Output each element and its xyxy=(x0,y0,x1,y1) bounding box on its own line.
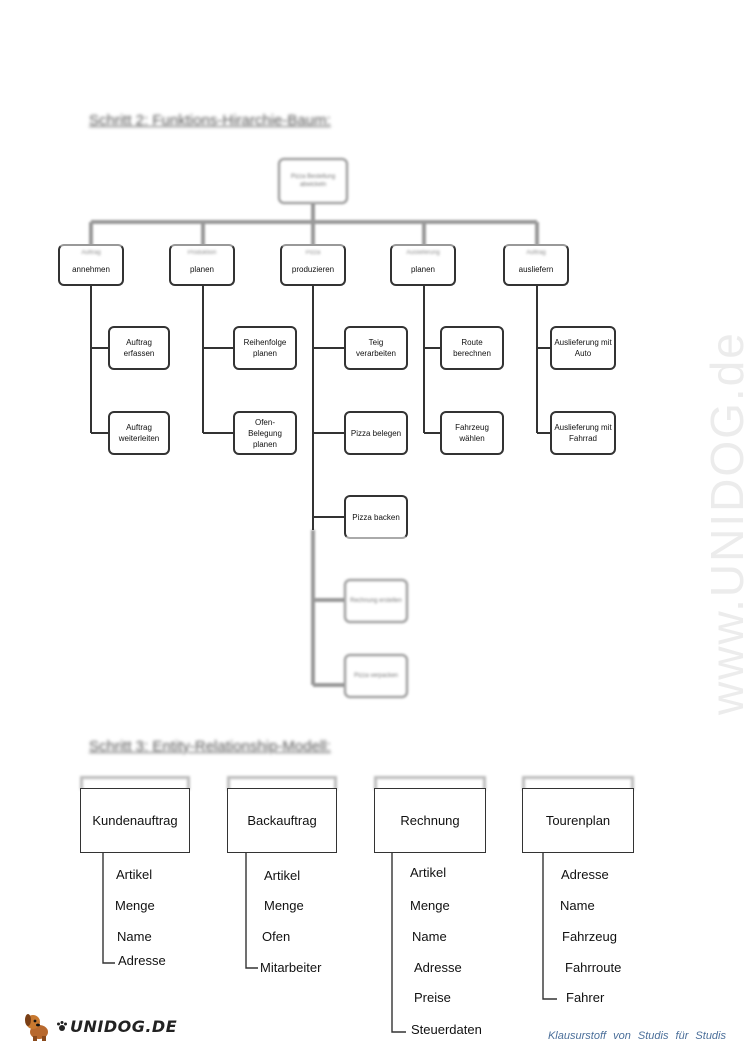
tree-leaf: Auftrag erfassen xyxy=(108,326,170,370)
tree-leaf: Auftrag weiterleiten xyxy=(108,411,170,455)
entity-top-border xyxy=(227,776,337,790)
branch-caption: Auslieferung xyxy=(406,250,440,256)
entity-top-border xyxy=(80,776,190,790)
entity-attribute: Adresse xyxy=(561,867,609,882)
entity-attribute: Fahrer xyxy=(566,990,605,1005)
tree-leaf: Pizza backen xyxy=(344,495,408,539)
footer-tagline: Klausurstoff von Studis für Studis xyxy=(547,1030,726,1042)
heading-step2: Schritt 2: Funktions-Hirarchie-Baum: xyxy=(89,112,331,129)
tree-leaf: Teig verarbeiten xyxy=(344,326,408,370)
entity-attribute: Name xyxy=(412,929,447,944)
entity-attribute: Fahrroute xyxy=(565,960,622,975)
entity-attribute: Adresse xyxy=(414,960,462,975)
branch-caption: Produktion xyxy=(187,250,217,256)
tree-leaf: Ofen- Belegung planen xyxy=(233,411,297,455)
entity-tourenplan: Tourenplan xyxy=(522,788,634,853)
tree-leaf: Reihenfolge planen xyxy=(233,326,297,370)
branch-label: produzieren xyxy=(291,264,335,274)
entity-kundenauftrag: Kundenauftrag xyxy=(80,788,190,853)
tree-branch-pizza-produzieren: Pizza produzieren xyxy=(280,244,346,286)
tree-leaf: Pizza verpacken xyxy=(344,654,408,698)
branch-caption: Pizza xyxy=(305,250,321,256)
entity-attribute: Mitarbeiter xyxy=(260,960,322,975)
unidog-logo[interactable]: UNIDOG.DE xyxy=(22,1010,177,1042)
entity-attribute: Adresse xyxy=(118,953,166,968)
entity-attribute: Artikel xyxy=(116,867,153,882)
heading-step3: Schritt 3: Entity-Relationship-Modell: xyxy=(89,738,331,755)
branch-caption: Auftrag xyxy=(81,250,101,256)
branch-label: planen xyxy=(410,264,436,274)
entity-top-border xyxy=(374,776,486,790)
tree-branch-auftrag-annehmen: Auftrag annehmen xyxy=(58,244,124,286)
entity-attribute: Steuerdaten xyxy=(411,1022,482,1037)
branch-label: planen xyxy=(189,264,215,274)
entity-attribute: Artikel xyxy=(264,868,301,883)
entity-attribute: Name xyxy=(117,929,152,944)
entity-top-border xyxy=(522,776,634,790)
entity-attribute: Menge xyxy=(115,898,155,913)
entity-attribute: Preise xyxy=(414,990,451,1005)
tree-branch-auslieferung-planen: Auslieferung planen xyxy=(390,244,456,286)
tree-root: Pizza Bestellung abwickeln xyxy=(278,158,348,204)
tree-leaf: Auslieferung mit Fahrrad xyxy=(550,411,616,455)
tree-leaf: Pizza belegen xyxy=(344,411,408,455)
tree-leaf: Auslieferung mit Auto xyxy=(550,326,616,370)
entity-attribute: Artikel xyxy=(410,865,447,880)
branch-label: ausliefern xyxy=(518,264,554,274)
entity-attribute: Ofen xyxy=(262,929,291,944)
entity-attribute: Menge xyxy=(264,898,304,913)
paw-icon xyxy=(57,1021,67,1031)
entity-attribute: Menge xyxy=(410,898,450,913)
tree-leaf: Rechnung erstellen xyxy=(344,579,408,623)
tree-leaf: Fahrzeug wählen xyxy=(440,411,504,455)
entity-attribute: Fahrzeug xyxy=(562,929,617,944)
tree-branch-auftrag-ausliefern: Auftrag ausliefern xyxy=(503,244,569,286)
dog-icon xyxy=(25,1014,48,1041)
tree-branch-produktion-planen: Produktion planen xyxy=(169,244,235,286)
logo-text: UNIDOG.DE xyxy=(70,1016,178,1036)
branch-caption: Auftrag xyxy=(526,250,546,256)
branch-label: annehmen xyxy=(72,264,110,274)
entity-attribute: Name xyxy=(560,898,595,913)
entity-rechnung: Rechnung xyxy=(374,788,486,853)
entity-backauftrag: Backauftrag xyxy=(227,788,337,853)
tree-leaf: Route berechnen xyxy=(440,326,504,370)
